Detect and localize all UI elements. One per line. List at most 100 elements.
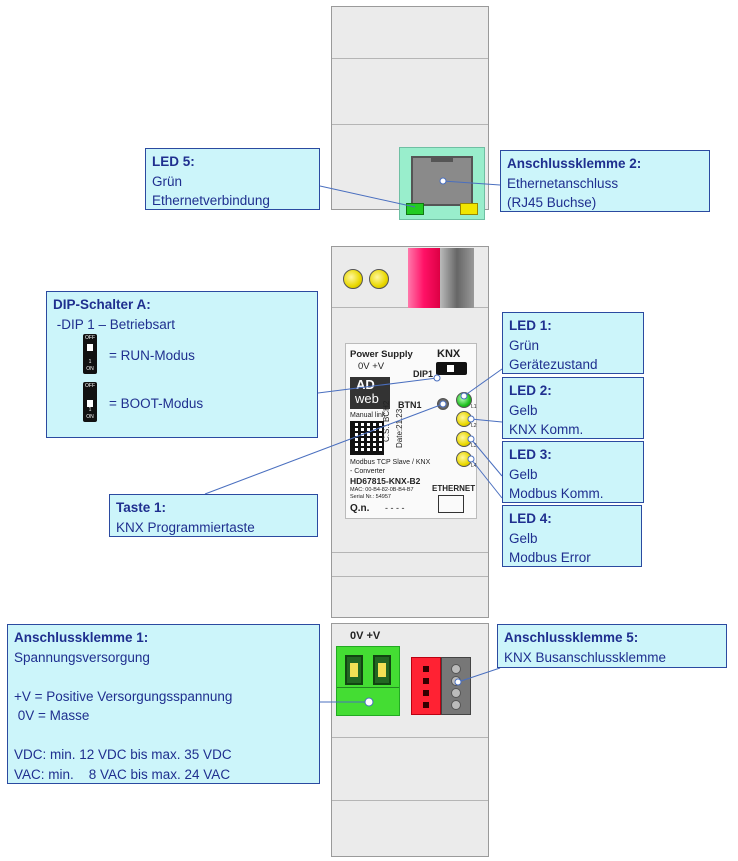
rj45-latch [431, 156, 453, 162]
dot-dip-a [433, 374, 441, 382]
dip-run-knob [87, 344, 93, 351]
description-text: Modbus TCP Slave / KNX [350, 459, 431, 466]
ethernet-port-symbol [438, 495, 464, 513]
callout-led4: LED 4: Gelb Modbus Error [502, 505, 642, 567]
callout-led5: LED 5: Grün Ethernetverbindung [145, 148, 320, 210]
dip-boot-on: ON [86, 414, 94, 420]
bottom-divider-2 [332, 800, 488, 801]
dip-boot-one: 1 [88, 407, 92, 413]
top-divider-2 [332, 124, 488, 125]
logo: AD web [350, 377, 390, 409]
dip-run-icon: OFF 1 ON [83, 334, 97, 374]
dip-boot-knob [87, 400, 93, 407]
red-terminal [408, 248, 440, 308]
dot-led2 [467, 415, 475, 423]
callout-terminal5: Anschlussklemme 5: KNX Busanschlussklemm… [497, 624, 727, 668]
callout-terminal2: Anschlussklemme 2: Ethernetanschluss (RJ… [500, 150, 710, 212]
line-dip-a [317, 377, 438, 394]
dot-terminal2 [439, 177, 447, 185]
dot-button1 [439, 400, 447, 408]
callout-led4-line1: Gelb [509, 530, 538, 546]
serial-text: Serial Nr.: 54957 [350, 494, 391, 500]
callout-dip-a-boot: = BOOT-Modus [109, 396, 204, 411]
power-terminal-plus-screw [378, 663, 386, 677]
dip1-switch[interactable] [436, 362, 467, 375]
callout-led3-title: LED 3: [509, 447, 552, 462]
qn-value: - - - - [385, 503, 405, 513]
line-led2 [470, 418, 503, 423]
main-divider-3 [332, 576, 488, 577]
dot-led3 [467, 435, 475, 443]
led3-mark: L3 [471, 443, 477, 449]
callout-led1-title: LED 1: [509, 318, 552, 333]
led4-mark: L4 [471, 463, 477, 469]
knx-hole-3 [451, 688, 461, 698]
callout-led2: LED 2: Gelb KNX Komm. [502, 377, 644, 439]
screw-terminal-1 [343, 269, 363, 289]
ethernet-activity-indicator [460, 203, 478, 215]
callout-terminal1-line1: Spannungsversorgung [14, 649, 150, 665]
callout-terminal1-title: Anschlussklemme 1: [14, 630, 149, 645]
dot-led1 [460, 392, 468, 400]
mac-text: MAC: 00-B4-82-0B-B4-B7 [350, 487, 414, 493]
line-led5 [319, 185, 416, 208]
line-terminal5 [457, 667, 501, 683]
callout-led1-line1: Grün [509, 337, 540, 353]
power-terminal-0v-slot [345, 655, 363, 685]
callout-terminal1-line3: +V = Positive Versorgungsspannung [14, 688, 233, 704]
callout-dip-a: DIP-Schalter A: -DIP 1 – Betriebsart OFF… [46, 291, 318, 438]
dot-led4 [467, 455, 475, 463]
line-button1 [204, 403, 444, 495]
top-divider-1 [332, 58, 488, 59]
callout-led1-line2: Gerätezustand [509, 357, 598, 372]
callout-led4-title: LED 4: [509, 511, 552, 526]
dip-boot-off: OFF [85, 383, 95, 389]
dip-run-one: 1 [88, 359, 92, 365]
callout-dip-a-line1: -DIP 1 – Betriebsart [53, 316, 176, 332]
callout-terminal1-line2 [14, 667, 313, 687]
callout-terminal1-line5 [14, 726, 313, 746]
callout-terminal1: Anschlussklemme 1: Spannungsversorgung +… [7, 624, 320, 784]
callout-led2-line2: KNX Komm. [509, 422, 584, 437]
knx-hole-1 [451, 664, 461, 674]
dip-run-on: ON [86, 366, 94, 372]
callout-terminal1-line6: VDC: min. 12 VDC bis max. 35 VDC [14, 747, 232, 762]
led2-mark: L2 [471, 423, 477, 429]
knx-pin-4 [423, 702, 429, 708]
line-led3 [470, 438, 503, 477]
power-supply-text: Power Supply [350, 349, 413, 360]
converter-text: - Converter [350, 468, 386, 475]
callout-led5-title: LED 5: [152, 154, 195, 169]
callout-led5-line1: Grün [152, 173, 183, 189]
callout-led4-line2: Modbus Error [509, 550, 591, 565]
knx-hole-4 [451, 700, 461, 710]
knx-bus-terminal-red[interactable] [411, 657, 441, 715]
btn1-text: BTN1 [398, 400, 422, 410]
callout-led1: LED 1: Grün Gerätezustand [502, 312, 644, 374]
callout-dip-a-title: DIP-Schalter A: [53, 297, 151, 312]
line-led4 [470, 458, 503, 499]
callout-terminal1-line4: 0V = Masse [14, 708, 90, 723]
callout-led3-line1: Gelb [509, 466, 538, 482]
logo-bottom-text: web [355, 391, 379, 406]
callout-button1: Taste 1: KNX Programmiertaste [109, 494, 318, 537]
dip1-text: DIP1 [413, 369, 434, 379]
callout-led2-line1: Gelb [509, 402, 538, 418]
ethernet-text: ETHERNET [432, 484, 476, 493]
led1-mark: L1 [471, 404, 477, 410]
callout-terminal1-line7: VAC: min. 8 VAC bis max. 24 VAC [14, 766, 231, 782]
knx-pin-3 [423, 690, 429, 696]
power-terminal[interactable] [336, 646, 400, 716]
rj45-socket[interactable] [399, 147, 485, 220]
rj45-port [411, 156, 473, 206]
callout-button1-title: Taste 1: [116, 500, 167, 515]
line-terminal2 [442, 180, 501, 186]
manual-link-text: Manual link [350, 412, 386, 419]
screw-terminal-2 [369, 269, 389, 289]
knx-text: KNX [437, 348, 461, 360]
power-terminal-plus-slot [373, 655, 391, 685]
callout-button1-line1: KNX Programmiertaste [116, 519, 255, 535]
voltage-text: 0V +V [358, 361, 385, 372]
knx-pin-2 [423, 678, 429, 684]
